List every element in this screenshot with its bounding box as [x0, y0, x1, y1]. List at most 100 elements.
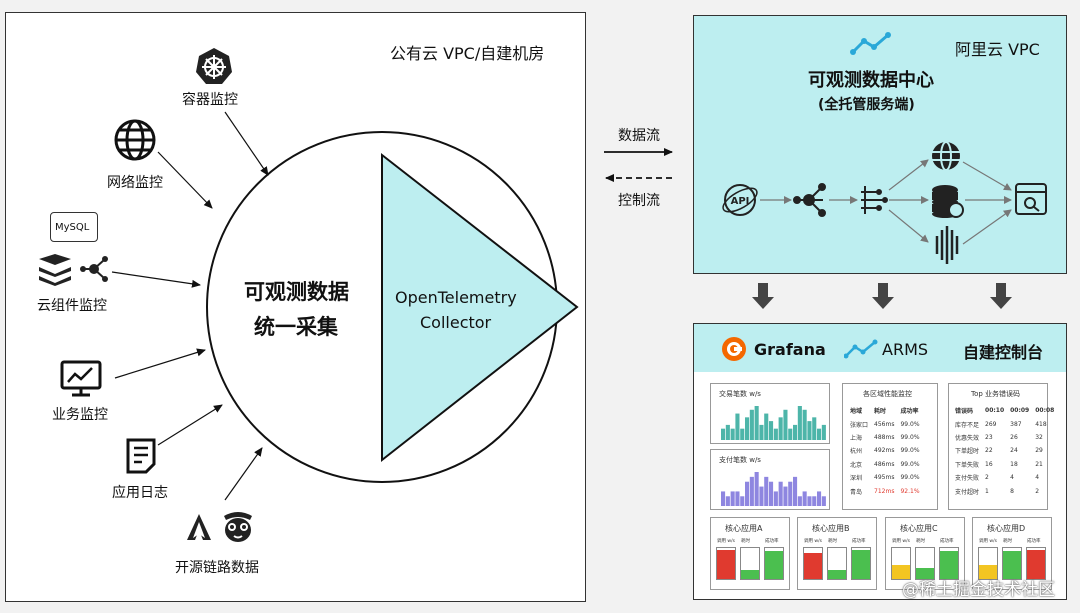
payments-bar — [754, 472, 759, 506]
core-app-gauge-fill — [717, 549, 735, 579]
payments-bar — [740, 496, 745, 506]
arms-icon — [850, 30, 894, 60]
payments-bar — [730, 491, 735, 506]
kubernetes-icon — [194, 46, 234, 90]
card-transactions-title: 交易笔数 w/s — [719, 390, 761, 398]
payments-bar — [793, 476, 798, 506]
core-app-gauge — [1002, 547, 1022, 580]
transactions-bar — [769, 421, 774, 440]
core-app-title: 核心应用A — [725, 524, 763, 533]
table-cell: 杭州 — [850, 448, 863, 456]
arrow-trace — [224, 447, 263, 501]
core-app-gauge — [978, 547, 998, 580]
transactions-bar — [745, 417, 750, 440]
down-arrow-1 — [752, 283, 774, 309]
payments-bar — [778, 481, 783, 506]
table-cell: 18 — [1010, 460, 1018, 468]
core-app-gauge-fill — [852, 549, 870, 579]
table-cell: 22 — [985, 447, 993, 455]
source-label-cloud: 云组件监控 — [37, 298, 107, 314]
table-cell: 1 — [985, 487, 989, 495]
core-app-metric-label: 调用 w/s — [717, 539, 735, 544]
columnar-store-icon — [935, 226, 959, 264]
table-cell: 99.0% — [900, 447, 920, 455]
mysql-icon: MySQL — [50, 212, 98, 242]
payments-bar — [721, 491, 726, 506]
jaeger-icon — [220, 508, 256, 548]
region-header: 地域 — [850, 408, 863, 416]
table-cell: 支付失败 — [955, 475, 980, 483]
table-cell: 99.0% — [900, 474, 920, 482]
transactions-bar — [778, 417, 783, 440]
table-cell: 488ms — [874, 433, 895, 441]
grafana-icon — [720, 335, 748, 367]
transactions-bar — [740, 428, 745, 440]
table-cell: 2 — [985, 474, 989, 482]
table-cell: 青岛 — [850, 488, 863, 496]
core-app-gauge-fill — [1027, 549, 1045, 579]
payments-bar — [745, 481, 750, 506]
table-cell: 495ms — [874, 474, 895, 482]
aliyun-vpc-label: 阿里云 VPC — [955, 40, 1040, 59]
table-cell: 24 — [1010, 447, 1018, 455]
globe-icon — [113, 118, 157, 166]
core-app-metric-label: 耗时 — [916, 539, 925, 544]
transactions-bar — [759, 424, 764, 440]
table-cell: 4 — [1035, 474, 1040, 482]
transactions-bar — [730, 428, 735, 440]
table-cell: 26 — [1010, 433, 1018, 441]
core-app-gauge-fill — [804, 552, 822, 579]
table-cell: 32 — [1035, 433, 1043, 441]
transactions-bar — [797, 406, 802, 440]
table-cell: 23 — [985, 433, 993, 441]
core-app-metric-label: 耗时 — [828, 539, 837, 544]
payments-bar — [797, 496, 802, 506]
graph-hub-icon — [793, 183, 826, 217]
core-app-gauge — [851, 547, 871, 580]
table-cell: 2 — [1035, 487, 1040, 495]
payments-bar — [749, 476, 754, 506]
left-panel-title: 公有云 VPC/自建机房 — [390, 44, 545, 63]
collector-text-line1: OpenTelemetry — [395, 288, 517, 307]
monitor-chart-icon — [60, 360, 102, 402]
core-app-metric-label: 调用 w/s — [892, 539, 910, 544]
core-app-gauge-fill — [979, 565, 997, 579]
core-app-gauge — [827, 547, 847, 580]
arrow-cloud — [111, 271, 201, 288]
transactions-bar — [725, 424, 730, 440]
table-cell: 712ms — [874, 487, 895, 495]
api-icon: API — [722, 184, 758, 216]
table-cell: 29 — [1035, 447, 1043, 455]
data-router-icon — [861, 186, 888, 214]
table-cell: 库存不足 — [955, 421, 980, 429]
collector-text-line2: Collector — [420, 313, 492, 332]
payments-bar — [802, 491, 807, 506]
table-row: 优惠失效 23 26 32 — [952, 431, 1057, 444]
transactions-bar — [817, 428, 822, 440]
circle-text-line2: 统一采集 — [254, 315, 338, 339]
table-cell: 优惠失效 — [955, 434, 980, 442]
down-arrow-2 — [872, 283, 894, 309]
source-label-business: 业务监控 — [52, 407, 108, 423]
error-table-title: Top 业务错误码 — [971, 390, 1021, 398]
table-cell: 269 — [985, 420, 997, 428]
payments-bar — [764, 476, 769, 506]
source-label-trace: 开源链路数据 — [175, 560, 259, 576]
table-cell: 492ms — [874, 447, 895, 455]
log-file-icon — [124, 438, 158, 478]
core-app-metric-label: 成功率 — [940, 539, 954, 544]
table-cell: 8 — [1010, 487, 1014, 495]
core-app-metric-label: 调用 w/s — [979, 539, 997, 544]
core-app-gauge-fill — [1003, 551, 1021, 579]
